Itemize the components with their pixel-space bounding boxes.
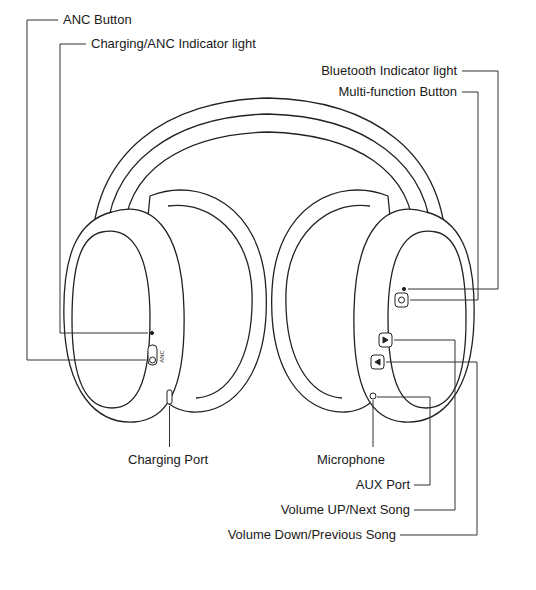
callout-label: AUX Port (355, 477, 411, 492)
leader-line (169, 406, 170, 447)
switch-marking: ANC (159, 349, 166, 364)
leader-line (377, 397, 430, 485)
microphone-hole (370, 393, 376, 399)
anc-indicator (150, 331, 153, 334)
leader-line (27, 20, 146, 360)
leader-line (408, 71, 498, 289)
callout-label: Bluetooth Indicator light (320, 63, 458, 78)
multi-function-button (395, 293, 408, 307)
callout-label: Multi-function Button (337, 84, 458, 99)
leader-line (410, 92, 478, 300)
callout-label: Volume Down/Previous Song (227, 527, 397, 542)
anc-switch-knob (150, 357, 156, 363)
callout-label: Volume UP/Next Song (280, 502, 411, 517)
volume-down-button (371, 355, 384, 369)
bluetooth-indicator (402, 287, 405, 290)
left-housing-face (72, 231, 150, 408)
leader-line (373, 400, 374, 447)
leader-line (60, 44, 148, 333)
callout-label: Charging/ANC Indicator light (90, 36, 257, 51)
volume-up-icon (383, 337, 388, 343)
volume-down-icon (375, 359, 380, 365)
callout-label: ANC Button (62, 12, 133, 27)
volume-up-button (379, 333, 392, 347)
anc-switch (148, 345, 157, 365)
multi-function-icon (399, 297, 405, 303)
callout-label: Charging Port (127, 452, 209, 467)
left-housing (64, 209, 184, 422)
callout-label: Microphone (316, 452, 386, 467)
right-housing (354, 209, 474, 422)
right-housing-face (388, 231, 466, 408)
charging-port (167, 390, 172, 404)
